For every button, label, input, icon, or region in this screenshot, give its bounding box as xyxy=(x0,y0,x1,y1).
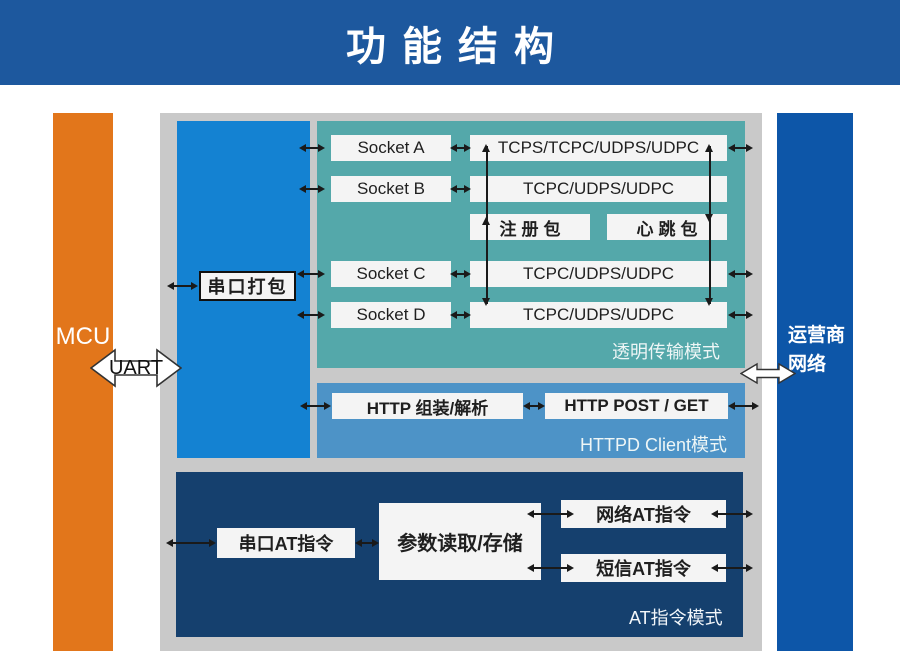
socket-c-box: Socket C xyxy=(331,261,451,287)
page-title: 功能结构 xyxy=(346,24,570,69)
arrowhead-down-protocol-d-left xyxy=(482,298,490,306)
registration-packet-line xyxy=(486,146,488,304)
arrow-socket-b-protocol xyxy=(450,184,471,194)
arrowhead-up-protocol-a-left xyxy=(482,144,490,152)
arrow-socket-a-left xyxy=(299,143,325,153)
carrier-line2: 网络 xyxy=(788,354,827,375)
heartbeat-packet-box: 心跳包 xyxy=(607,214,727,240)
param-read-store-box: 参数读取/存储 xyxy=(379,503,541,580)
arrow-param-network-at xyxy=(527,509,574,519)
arrow-socket-b-left xyxy=(299,184,325,194)
sms-at-command-box: 短信AT指令 xyxy=(561,554,726,582)
httpd-mode-label: HTTPD Client模式 xyxy=(580,435,728,455)
mcu-bar: MCU xyxy=(53,113,113,651)
uart-connector-arrow: UART xyxy=(89,348,183,388)
arrowhead-down-protocol-d-right xyxy=(705,298,713,306)
network-at-command-box: 网络AT指令 xyxy=(561,500,726,528)
arrow-protocol-a-right xyxy=(728,143,753,153)
arrowhead-down-heartbeat xyxy=(705,214,713,222)
carrier-network-label: 运营商 网络 xyxy=(788,321,845,379)
arrow-socket-d-left xyxy=(297,310,325,320)
mcu-label: MCU xyxy=(55,323,111,350)
http-post-get-box: HTTP POST / GET xyxy=(545,393,728,419)
arrow-http-assembly-left xyxy=(300,401,331,411)
carrier-line1: 运营商 xyxy=(788,325,846,346)
registration-packet-box: 注册包 xyxy=(470,214,590,240)
arrow-protocol-c-right xyxy=(728,269,753,279)
title-banner: 功能结构 xyxy=(0,0,900,85)
arrow-serial-packing-left xyxy=(167,281,198,291)
protocol-a-box: TCPS/TCPC/UDPS/UDPC xyxy=(470,135,727,161)
arrow-param-sms-at xyxy=(527,563,574,573)
at-mode-label: AT指令模式 xyxy=(629,608,723,628)
arrow-sms-at-right xyxy=(711,563,753,573)
arrow-socket-a-protocol xyxy=(450,143,471,153)
uart-label: UART xyxy=(108,356,164,379)
arrow-protocol-d-right xyxy=(728,310,753,320)
arrow-serial-at-param xyxy=(355,538,379,548)
arrowhead-up-registration xyxy=(482,217,490,225)
arrow-serial-at-left xyxy=(166,538,216,548)
double-arrow-icon xyxy=(89,348,183,388)
arrow-socket-c-protocol xyxy=(450,269,471,279)
arrowhead-up-protocol-a-right xyxy=(705,144,713,152)
socket-a-box: Socket A xyxy=(331,135,451,161)
protocol-c-box: TCPC/UDPS/UDPC xyxy=(470,261,727,287)
arrow-socket-d-protocol xyxy=(450,310,471,320)
arrow-http-assembly-postget xyxy=(523,401,545,411)
arrow-socket-c-left xyxy=(297,269,325,279)
socket-d-box: Socket D xyxy=(331,302,451,328)
protocol-b-box: TCPC/UDPS/UDPC xyxy=(470,176,727,202)
socket-b-box: Socket B xyxy=(331,176,451,202)
double-arrow-icon xyxy=(739,362,797,385)
serial-at-command-box: 串口AT指令 xyxy=(217,528,355,558)
heartbeat-packet-line xyxy=(709,146,711,304)
http-assembly-box: HTTP 组装/解析 xyxy=(332,393,523,419)
network-connector-arrow xyxy=(739,362,797,385)
serial-packing-box: 串口打包 xyxy=(199,271,296,301)
carrier-network-bar: 运营商 网络 xyxy=(777,113,853,651)
arrow-http-postget-right xyxy=(728,401,759,411)
protocol-d-box: TCPC/UDPS/UDPC xyxy=(470,302,727,328)
transparent-mode-label: 透明传输模式 xyxy=(612,342,720,362)
arrow-network-at-right xyxy=(711,509,753,519)
